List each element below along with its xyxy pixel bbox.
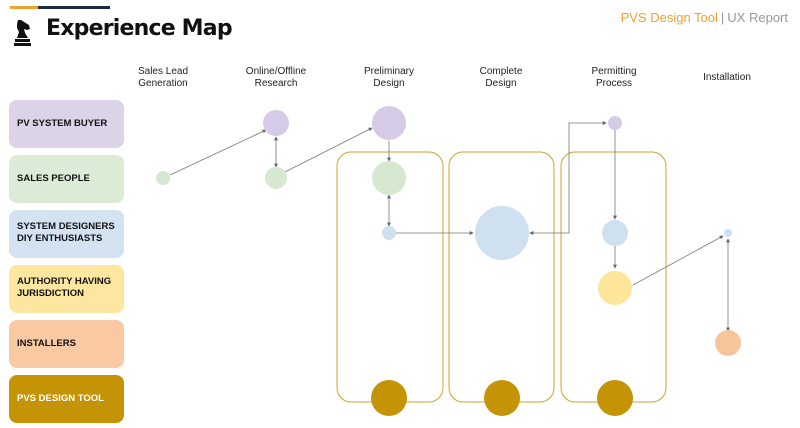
role-installers: INSTALLERS [9,320,124,368]
role-label: INSTALLERS [17,338,76,349]
node-buyer-preliminary [372,106,406,140]
connector-research-to-preliminary [284,127,373,173]
page-title: Experience Map [46,16,233,41]
stage-research: Online/Offline Research [226,66,326,90]
tool-container-complete [448,151,555,403]
chess-knight-icon [14,20,31,46]
stage-label-line1: Complete [479,66,523,77]
stage-label-line2: Design [373,78,405,89]
accent-navy-segment [38,6,110,9]
node-designer-complete [475,206,529,260]
stage-installation: Installation [677,72,777,84]
stage-label-line2: Generation [138,78,188,89]
stage-complete-design: Complete Design [451,66,551,90]
report-label: PVS Design Tool|UX Report [621,10,788,25]
report-type: UX Report [727,10,788,25]
role-pvs-design-tool: PVS DESIGN TOOL [9,375,124,423]
stage-label-line1: Online/Offline [245,66,307,77]
stage-label-line1: Sales Lead [137,66,189,77]
node-sales-lead [156,171,170,185]
node-installer-installation [715,330,741,356]
node-sales-preliminary [372,161,406,195]
node-designer-permitting [602,220,628,246]
stage-label-line1: Permitting [591,66,637,77]
role-label-line1: AUTHORITY HAVING [17,276,112,287]
role-sales-people: SALES PEOPLE [9,155,124,203]
stage-preliminary-design: Preliminary Design [339,66,439,90]
node-tool-complete [484,380,520,416]
connector-authority-to-installation [632,235,724,286]
node-authority-permitting [598,271,632,305]
role-label: SALES PEOPLE [17,173,90,184]
node-designer-preliminary [382,226,396,240]
node-tool-preliminary [371,380,407,416]
accent-orange-segment [10,6,38,9]
stage-label-line2: Process [595,78,633,89]
stage-label-line1: Preliminary [363,66,414,77]
node-sales-research [265,167,287,189]
role-label: PV SYSTEM BUYER [17,118,108,129]
role-label-line2: DIY ENTHUSIASTS [17,233,103,244]
role-system-designers: SYSTEM DESIGNERS DIY ENTHUSIASTS [9,210,124,258]
role-authority: AUTHORITY HAVING JURISDICTION [9,265,124,313]
node-buyer-permitting [608,116,622,130]
stage-label-line2: Design [485,78,517,89]
header-accent-bar [10,6,110,9]
connector-lead-to-research [169,129,267,176]
connector-complete-to-permitting [529,121,607,235]
report-separator: | [720,10,725,25]
stage-permitting: Permitting Process [564,66,664,90]
node-designer-installation [724,229,732,237]
node-buyer-research [263,110,289,136]
role-label-line2: JURISDICTION [17,288,85,299]
stage-sales-lead: Sales Lead Generation [113,66,213,90]
role-pv-system-buyer: PV SYSTEM BUYER [9,100,124,148]
role-label-line1: SYSTEM DESIGNERS [17,221,115,232]
stage-label-line2: Research [254,78,298,89]
report-tool-name: PVS Design Tool [620,10,718,25]
role-label: PVS DESIGN TOOL [17,393,104,404]
node-tool-permitting [597,380,633,416]
stage-label-line1: Installation [703,72,751,83]
